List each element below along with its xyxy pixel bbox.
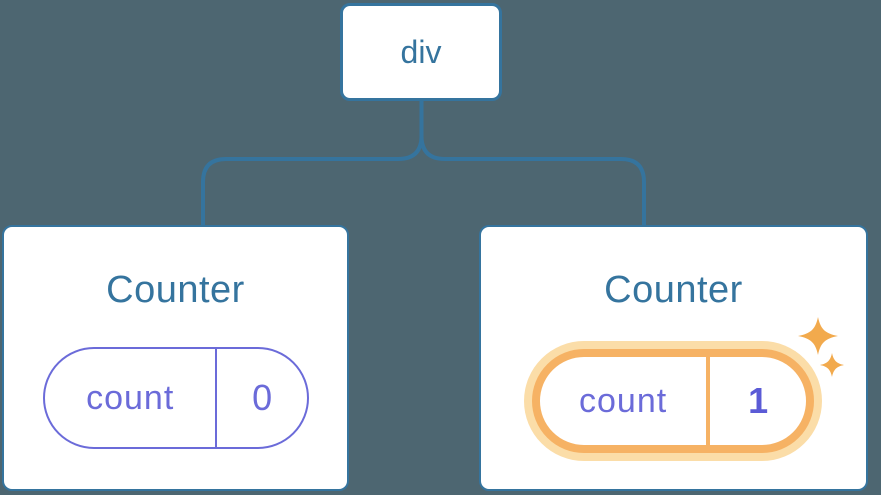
counter-title: Counter [106,269,245,311]
state-value: 1 [748,380,769,421]
connector-left-branch [201,100,424,226]
state-value: 0 [252,377,273,418]
root-node-label: div [400,33,442,70]
sparkle-large [798,317,838,355]
state-pill: count 0 [43,347,309,449]
state-key: count [540,357,711,445]
sparkle-small [820,353,844,377]
counter-node-left: Counter count 0 [2,225,349,491]
state-key: count [45,349,218,447]
sparkle-icon [798,317,844,377]
state-pill-highlighted: count 1 [532,349,814,453]
root-node-div: div [340,3,502,101]
connector-right-branch [419,100,646,226]
counter-node-right: Counter count 1 [479,225,868,491]
counter-title: Counter [604,269,743,311]
